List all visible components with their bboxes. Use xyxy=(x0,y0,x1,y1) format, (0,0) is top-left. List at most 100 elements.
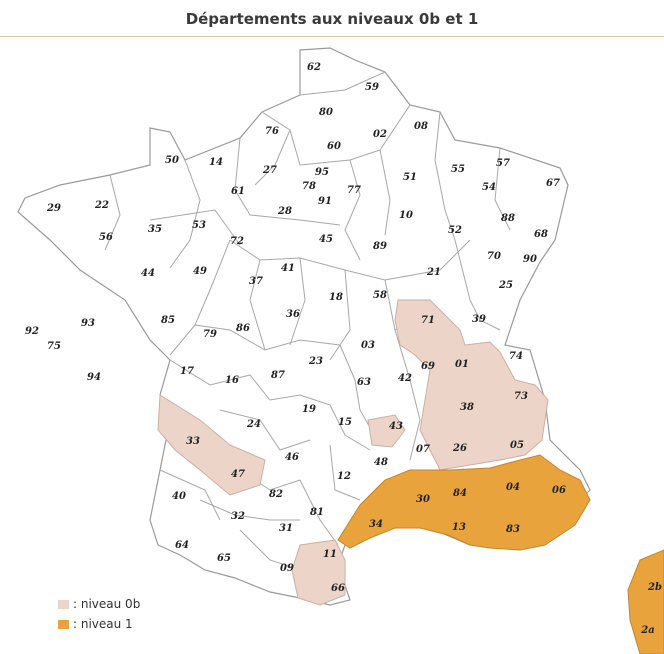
dept-label-62: 62 xyxy=(307,62,321,73)
dept-label-63: 63 xyxy=(357,377,371,388)
dept-label-79: 79 xyxy=(203,329,217,340)
dept-label-80: 80 xyxy=(319,107,333,118)
niveau-1-zones xyxy=(337,454,664,654)
zone-11-66 xyxy=(291,539,346,606)
department-borders xyxy=(104,71,511,571)
dept-label-90: 90 xyxy=(523,254,537,265)
dept-label-70: 70 xyxy=(487,251,501,262)
zone-43 xyxy=(367,414,406,448)
dept-label-13: 13 xyxy=(452,522,466,533)
dept-label-86: 86 xyxy=(236,323,250,334)
dept-label-51: 51 xyxy=(403,172,417,183)
dept-label-83: 83 xyxy=(506,524,520,535)
map-title: Départements aux niveaux 0b et 1 xyxy=(185,10,479,28)
dept-label-38: 38 xyxy=(460,402,474,413)
niveau-0b-zones xyxy=(157,299,549,606)
dept-label-44: 44 xyxy=(141,268,155,279)
zone-rhone-alpes xyxy=(394,299,549,471)
dept-label-26: 26 xyxy=(452,443,467,454)
legend-label-niveau-1: : niveau 1 xyxy=(73,617,133,631)
dept-label-56: 56 xyxy=(99,232,113,243)
dept-label-67: 67 xyxy=(546,178,560,189)
dept-label-45: 45 xyxy=(319,234,333,245)
dept-label-02: 02 xyxy=(373,129,387,140)
dept-label-31: 31 xyxy=(279,523,293,534)
dept-label-42: 42 xyxy=(398,373,412,384)
swatch-niveau-1 xyxy=(58,619,69,629)
dept-label-2b: 2b xyxy=(647,582,662,593)
dept-label-47: 47 xyxy=(231,469,245,480)
dept-label-65: 65 xyxy=(217,553,231,564)
dept-label-07: 07 xyxy=(416,444,430,455)
dept-label-72: 72 xyxy=(230,236,244,247)
dept-label-11: 11 xyxy=(323,549,337,560)
dept-label-04: 04 xyxy=(506,482,520,493)
dept-label-59: 59 xyxy=(365,82,379,93)
dept-label-25: 25 xyxy=(498,280,513,291)
dept-label-60: 60 xyxy=(327,141,341,152)
legend: : niveau 0b : niveau 1 xyxy=(58,594,140,634)
dept-label-76: 76 xyxy=(265,126,279,137)
dept-label-09: 09 xyxy=(280,563,294,574)
dept-label-33: 33 xyxy=(186,436,200,447)
dept-label-53: 53 xyxy=(192,220,206,231)
dept-label-35: 35 xyxy=(148,224,162,235)
dept-label-18: 18 xyxy=(329,292,343,303)
dept-label-2a: 2a xyxy=(640,625,654,636)
dept-label-82: 82 xyxy=(269,489,283,500)
dept-label-54: 54 xyxy=(482,182,496,193)
dept-label-08: 08 xyxy=(414,121,428,132)
dept-label-15: 15 xyxy=(338,417,352,428)
dept-label-10: 10 xyxy=(399,210,413,221)
dept-label-95: 95 xyxy=(315,167,329,178)
legend-item-niveau-0b: : niveau 0b xyxy=(58,594,140,614)
dept-label-36: 36 xyxy=(286,309,300,320)
dept-label-84: 84 xyxy=(453,488,467,499)
dept-label-30: 30 xyxy=(416,494,430,505)
dept-label-34: 34 xyxy=(369,519,383,530)
dept-label-12: 12 xyxy=(337,471,351,482)
dept-label-21: 21 xyxy=(426,267,441,278)
dept-label-78: 78 xyxy=(302,181,316,192)
dept-label-22: 22 xyxy=(94,200,109,211)
dept-label-14: 14 xyxy=(209,157,223,168)
dept-label-93: 93 xyxy=(81,318,95,329)
dept-label-27: 27 xyxy=(262,165,277,176)
dept-label-16: 16 xyxy=(225,375,239,386)
dept-label-91: 91 xyxy=(318,196,332,207)
dept-label-71: 71 xyxy=(421,315,435,326)
dept-label-17: 17 xyxy=(180,366,194,377)
dept-label-40: 40 xyxy=(172,491,186,502)
dept-label-48: 48 xyxy=(374,457,388,468)
swatch-niveau-0b xyxy=(58,599,69,609)
dept-label-43: 43 xyxy=(389,421,403,432)
dept-label-19: 19 xyxy=(302,404,316,415)
dept-label-69: 69 xyxy=(421,361,435,372)
dept-label-89: 89 xyxy=(373,241,387,252)
dept-label-74: 74 xyxy=(509,351,523,362)
dept-label-57: 57 xyxy=(496,158,510,169)
dept-label-01: 01 xyxy=(455,359,469,370)
dept-label-32: 32 xyxy=(231,511,245,522)
dept-label-73: 73 xyxy=(514,391,528,402)
zone-occitanie-paca xyxy=(337,454,591,551)
dept-label-64: 64 xyxy=(175,540,189,551)
dept-label-88: 88 xyxy=(501,213,515,224)
title-bar: Départements aux niveaux 0b et 1 xyxy=(0,0,664,37)
dept-label-41: 41 xyxy=(281,263,295,274)
dept-label-37: 37 xyxy=(249,276,263,287)
dept-label-52: 52 xyxy=(448,225,462,236)
dept-label-49: 49 xyxy=(193,266,207,277)
dept-label-39: 39 xyxy=(472,314,486,325)
dept-label-55: 55 xyxy=(451,164,465,175)
dept-label-87: 87 xyxy=(271,370,285,381)
dept-label-50: 50 xyxy=(165,155,179,166)
dept-label-68: 68 xyxy=(534,229,548,240)
dept-label-58: 58 xyxy=(373,290,387,301)
dept-label-66: 66 xyxy=(331,583,345,594)
dept-label-81: 81 xyxy=(310,507,324,518)
dept-label-05: 05 xyxy=(510,440,524,451)
dept-label-61: 61 xyxy=(231,186,245,197)
